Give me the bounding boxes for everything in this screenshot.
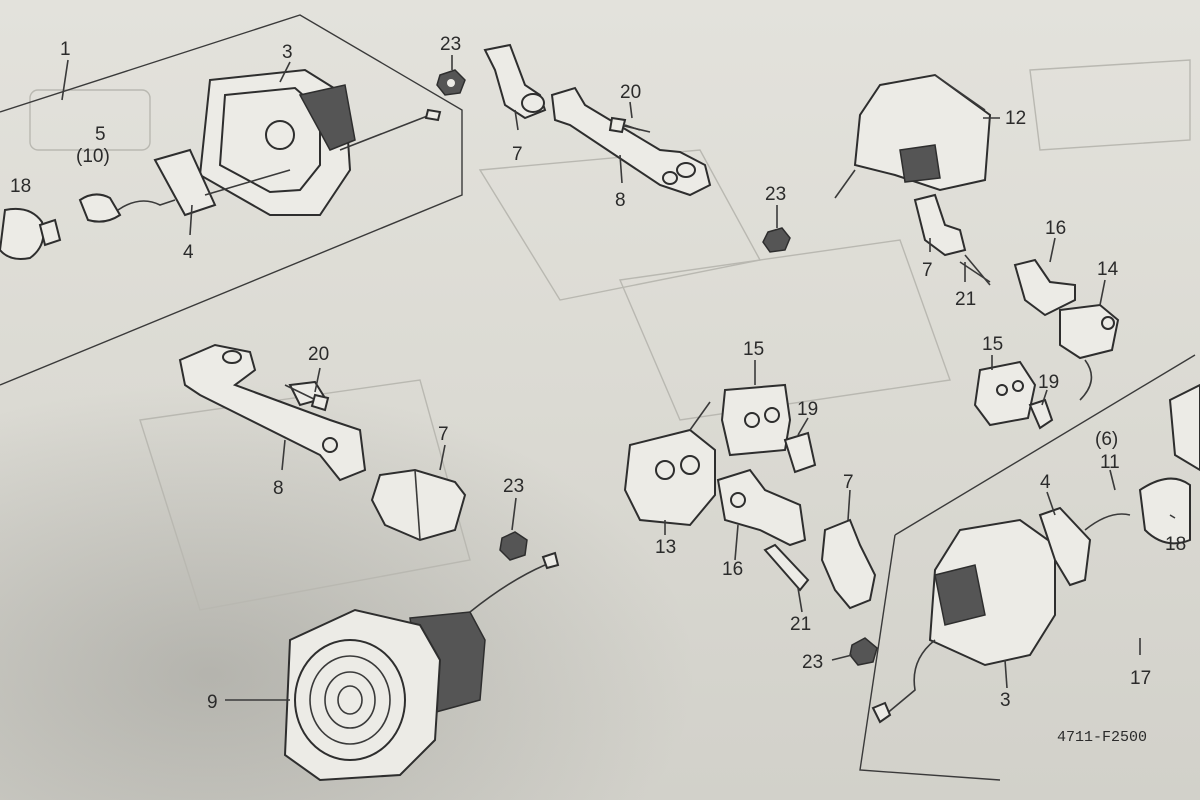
callout-18-upper: 18: [10, 176, 31, 197]
callout-23-lower: 23: [503, 476, 524, 497]
callout-3-lower: 3: [1000, 690, 1011, 711]
callout-12: 12: [1005, 108, 1026, 129]
callout-11: 11: [1100, 452, 1120, 473]
callout-14: 14: [1097, 259, 1119, 280]
callout-20-top: 20: [620, 82, 641, 103]
callout-7-lower: 7: [438, 424, 449, 445]
callout-5: 5: [95, 124, 106, 145]
callout-5-alt: (10): [76, 146, 110, 167]
nut-23-lower: [499, 531, 528, 561]
socket-assembly-upper: [0, 148, 291, 260]
callout-20-left: 20: [308, 344, 329, 365]
housing-lower: [871, 383, 1200, 724]
callout-8-left: 8: [273, 478, 284, 499]
callout-23-bottom: 23: [802, 652, 823, 673]
parts-right-middle: [913, 193, 1120, 430]
callout-9: 9: [207, 692, 218, 713]
lamp-9: [283, 551, 560, 782]
callout-4-lower: 4: [1040, 472, 1051, 493]
callout-23-mid: 23: [765, 184, 786, 205]
callout-19-center: 19: [797, 399, 818, 420]
screws: [284, 116, 991, 412]
bracket-8-left: [178, 343, 367, 482]
callout-8-top: 8: [615, 190, 626, 211]
housing-upper: [198, 68, 442, 216]
callout-23-top: 23: [440, 34, 461, 55]
bracket-8-top: [550, 86, 712, 197]
callout-4-upper: 4: [183, 242, 194, 263]
callout-13: 13: [655, 537, 676, 558]
callout-18-lower: 18: [1165, 534, 1186, 555]
callout-7-right: 7: [922, 260, 933, 281]
callout-19-right: 19: [1038, 372, 1059, 393]
drawing-code: 4711-F2500: [1057, 729, 1147, 746]
assembly-box-left: [0, 14, 463, 386]
callout-16-right: 16: [1045, 218, 1066, 239]
callout-16-center: 16: [722, 559, 743, 580]
grommet-7-top: [483, 43, 547, 120]
callout-21-center: 21: [790, 614, 811, 635]
nut-23-mid: [762, 227, 791, 253]
leader-lines: [61, 55, 1176, 701]
assembly-box-right: [859, 354, 1196, 781]
callout-15-right: 15: [982, 334, 1003, 355]
callout-7-top: 7: [512, 144, 523, 165]
callout-3-upper: 3: [282, 42, 293, 63]
callout-15-center: 15: [743, 339, 764, 360]
grommet-7-lower: [370, 468, 467, 542]
nut-23-top: [436, 69, 466, 96]
callout-7-center: 7: [843, 472, 854, 493]
housing-12: [834, 73, 992, 199]
callout-labels: 1 3 5 (10) 18 4 23 7 20 8 23 12 16 7 21 …: [10, 34, 1186, 713]
callout-6: (6): [1095, 429, 1118, 450]
callout-1: 1: [60, 39, 71, 60]
callout-21-right: 21: [955, 289, 976, 310]
parts-center-cluster: [623, 383, 878, 666]
callout-17: 17: [1130, 668, 1151, 689]
